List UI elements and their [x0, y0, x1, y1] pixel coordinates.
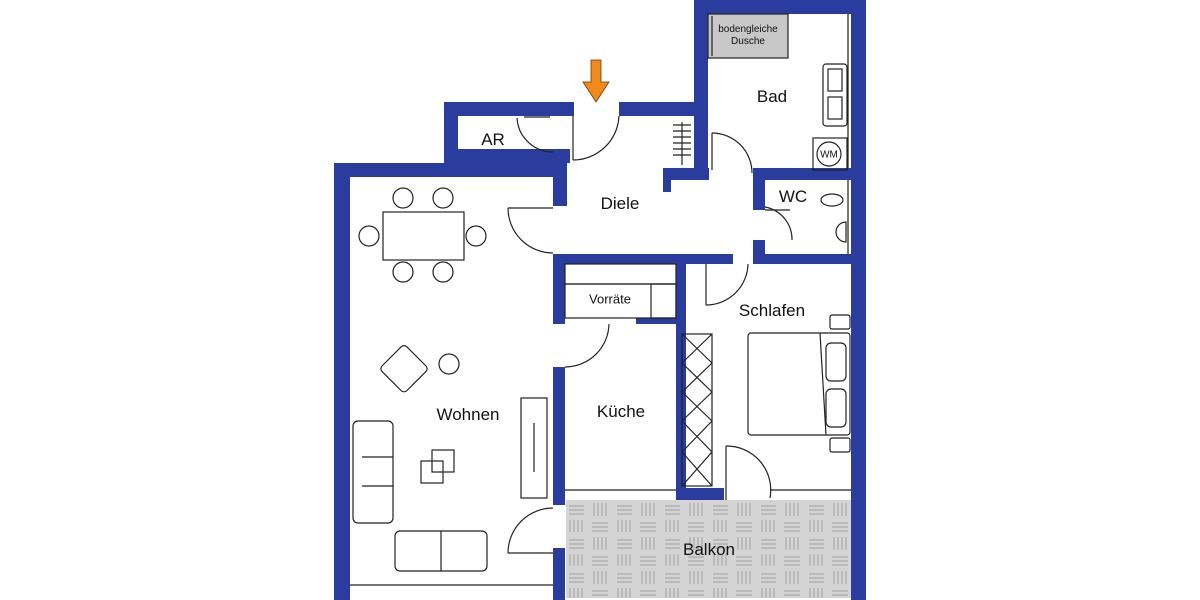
- label-vorraete: Vorräte: [589, 291, 631, 307]
- washing-machine-icon: [816, 141, 842, 167]
- sofa-left: [352, 420, 394, 524]
- label-wm: WM: [820, 149, 838, 161]
- label-bad: Bad: [756, 87, 788, 106]
- dining-table: [382, 211, 465, 261]
- label-balkon: Balkon: [683, 540, 735, 559]
- label-diele: Diele: [600, 194, 640, 213]
- entrance-arrow-icon: [582, 59, 610, 103]
- wardrobe-crosses: [681, 333, 713, 487]
- bed: [747, 332, 851, 436]
- balcony-area: [566, 500, 852, 598]
- label-kueche: Küche: [596, 402, 646, 421]
- label-ar: AR: [481, 130, 505, 149]
- label-shower: bodengleiche Dusche: [718, 24, 778, 47]
- shower: [707, 13, 789, 59]
- walls: [334, 0, 866, 600]
- label-wohnen: Wohnen: [436, 405, 500, 424]
- toilet-icon: [820, 193, 844, 207]
- label-wc: WC: [778, 187, 808, 206]
- sink-icon: [835, 221, 847, 243]
- label-schlafen: Schlafen: [738, 301, 806, 320]
